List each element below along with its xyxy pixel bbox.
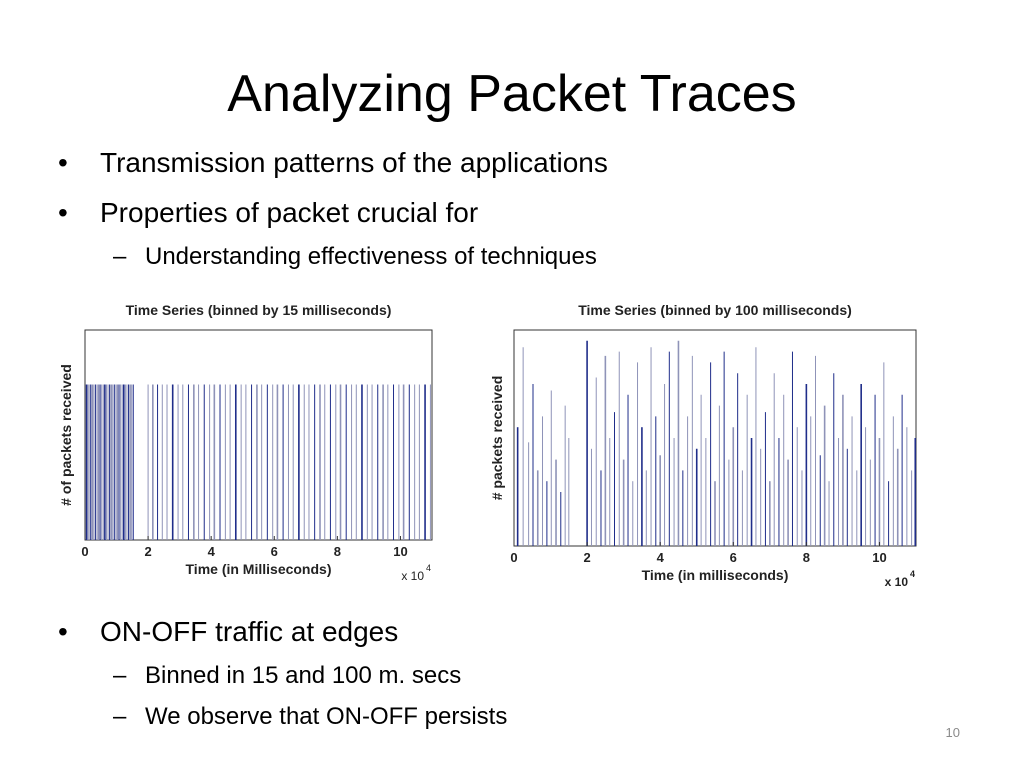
x-tick-label: 4 [657, 550, 665, 565]
x-tick-label: 2 [144, 544, 151, 559]
bullet-item: • ON-OFF traffic at edges [58, 615, 398, 649]
sub-bullet-dash: – [113, 703, 127, 730]
sub-bullet-dash: – [113, 243, 127, 270]
sub-bullet-text: Understanding effectiveness of technique… [145, 243, 597, 270]
chart-15ms: Time Series (binned by 15 milliseconds) 0… [58, 302, 433, 583]
y-axis-label: # packets received [490, 376, 505, 501]
bullet-text: ON-OFF traffic at edges [100, 616, 399, 647]
x-tick-label: 0 [510, 550, 517, 565]
x-tick-label: 4 [208, 544, 216, 559]
x-multiplier: x 10 [401, 569, 424, 583]
slide-title: Analyzing Packet Traces [227, 65, 797, 123]
y-axis-label: # of packets received [58, 364, 74, 506]
x-tick-label: 6 [271, 544, 278, 559]
chart-100ms: Time Series (binned by 100 milliseconds)… [490, 302, 917, 589]
sub-bullet-item: –Understanding effectiveness of techniqu… [113, 242, 597, 272]
x-tick-label: 10 [872, 550, 886, 565]
x-tick-label: 10 [393, 544, 407, 559]
x-tick-label: 6 [730, 550, 737, 565]
bullet-dot: • [58, 147, 68, 178]
bullet-item: • Properties of packet crucial for [58, 196, 478, 230]
bullet-dot: • [58, 616, 68, 647]
bullet-text: Properties of packet crucial for [100, 197, 479, 228]
sub-bullet-text: Binned in 15 and 100 m. secs [145, 662, 462, 689]
chart-title: Time Series (binned by 100 milliseconds) [578, 302, 852, 318]
x-axis-label: Time (in milliseconds) [642, 567, 789, 583]
x-tick-label: 8 [803, 550, 810, 565]
bullet-dot: • [58, 197, 68, 228]
x-tick-label: 2 [583, 550, 590, 565]
sub-bullet-item: –Binned in 15 and 100 m. secs [113, 661, 461, 691]
x-multiplier: x 10 [885, 575, 909, 589]
sub-bullet-item: –We observe that ON-OFF persists [113, 702, 507, 732]
x-tick-label: 8 [334, 544, 341, 559]
plot-frame [84, 329, 433, 541]
x-multiplier-exponent: 4 [426, 563, 431, 573]
sub-bullet-text: We observe that ON-OFF persists [145, 703, 508, 730]
sub-bullet-dash: – [113, 662, 127, 689]
x-multiplier-exponent: 4 [910, 569, 915, 579]
bullet-text: Transmission patterns of the application… [100, 147, 608, 178]
page-number: 10 [945, 725, 960, 740]
x-axis-label: Time (in Milliseconds) [186, 561, 332, 577]
chart-title: Time Series (binned by 15 milliseconds) [126, 302, 392, 318]
x-tick-label: 0 [81, 544, 88, 559]
bullet-item: • Transmission patterns of the applicatio… [58, 146, 608, 180]
